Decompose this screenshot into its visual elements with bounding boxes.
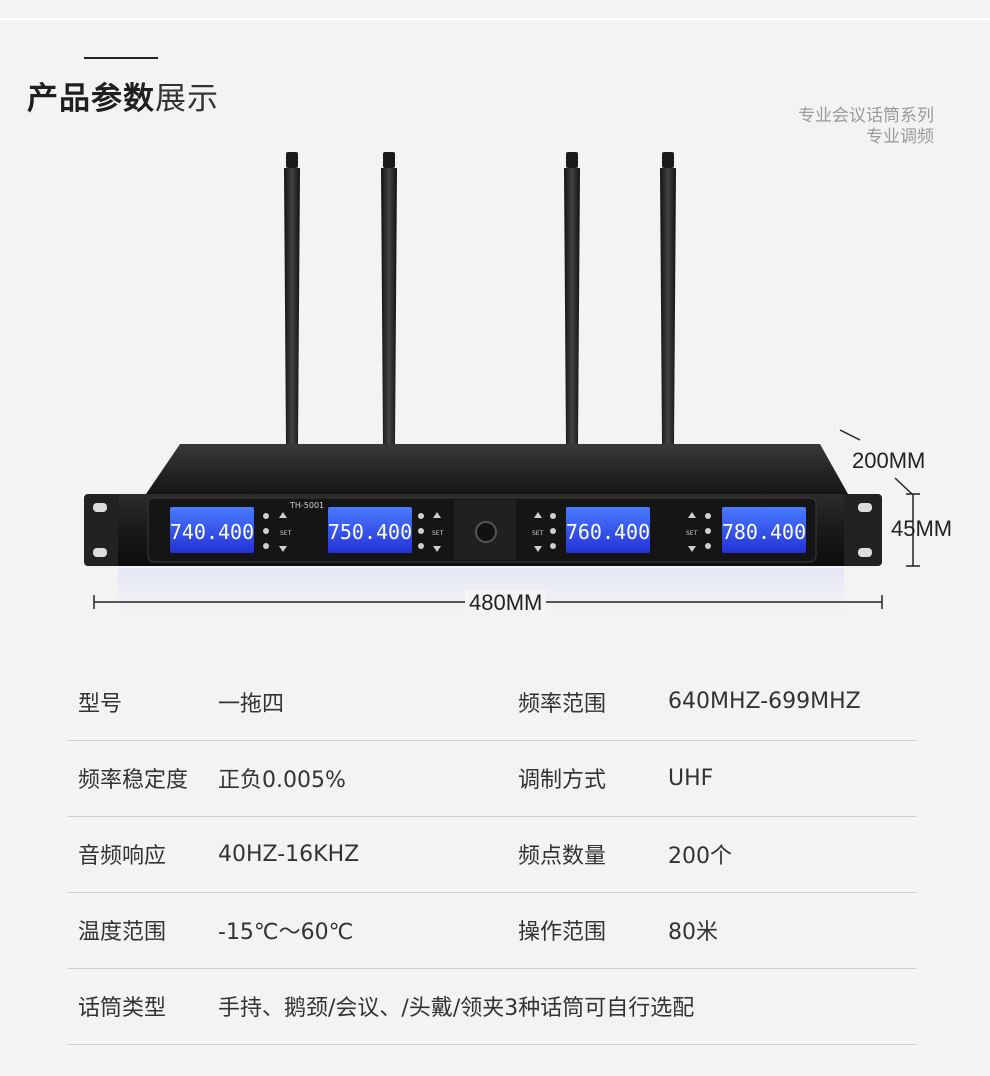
table-row: 频率稳定度 正负0.005% 调制方式 UHF: [68, 740, 916, 817]
tagline-line1: 专业会议话筒系列: [798, 106, 934, 126]
spec-key: 操作范围: [518, 892, 668, 969]
spec-key: 频率稳定度: [68, 740, 218, 817]
depth-dimension: 200MM: [852, 448, 926, 473]
page-title-bold: 产品参数: [27, 81, 155, 117]
screen-frequency: 740.400: [170, 520, 254, 544]
power-knob: [475, 521, 497, 543]
page-title-light: 展示: [155, 81, 219, 117]
spec-value: 80米: [668, 892, 916, 969]
height-dimension-line: [906, 493, 920, 567]
spec-value: UHF: [668, 740, 916, 817]
spec-key: 型号: [68, 664, 218, 741]
table-row: 音频响应 40HZ-16KHZ 频点数量 200个: [68, 816, 916, 893]
spec-value: 40HZ-16KHZ: [218, 816, 518, 893]
antenna: [381, 152, 397, 445]
spec-value: 一拖四: [218, 664, 518, 741]
spec-value: -15℃～60℃: [218, 892, 518, 969]
spec-key: 频率范围: [518, 664, 668, 741]
lcd-screen: 760.400: [566, 507, 650, 553]
lcd-screen: 750.400: [328, 507, 412, 553]
svg-text:SET: SET: [280, 530, 292, 537]
spec-table: 型号 一拖四 频率范围 640MHZ-699MHZ 频率稳定度 正负0.005%…: [68, 664, 916, 1045]
tagline: 专业会议话筒系列 专业调频: [798, 106, 934, 148]
spec-value: 200个: [668, 816, 916, 893]
page-title: 产品参数展示: [27, 73, 219, 118]
svg-text:SET: SET: [432, 530, 444, 537]
depth-dimension-line: [839, 429, 913, 495]
spec-value: 手持、鹅颈/会议、/头戴/领夹3种话筒可自行选配: [218, 968, 916, 1045]
spec-key: 温度范围: [68, 892, 218, 969]
spec-key: 话筒类型: [68, 968, 218, 1045]
spec-key: 音频响应: [68, 816, 218, 893]
screen-frequency: 760.400: [566, 520, 650, 544]
screen-frequency: 780.400: [722, 520, 806, 544]
spec-value: 正负0.005%: [218, 740, 518, 817]
spec-key: 调制方式: [518, 740, 668, 817]
svg-text:SET: SET: [532, 530, 544, 537]
title-accent-bar: [84, 57, 158, 59]
tagline-line2: 专业调频: [866, 127, 934, 147]
receiver-illustration: TH-5001 740.400 750.400 760.400 780.400 …: [84, 152, 920, 624]
antenna: [284, 152, 300, 445]
rack-ear-right: [840, 494, 882, 566]
table-row: 型号 一拖四 频率范围 640MHZ-699MHZ: [68, 664, 916, 741]
antenna: [660, 152, 676, 445]
spec-value: 640MHZ-699MHZ: [668, 664, 916, 741]
screen-frequency: 750.400: [328, 520, 412, 544]
control-buttons: SET SET SET SET: [263, 512, 711, 552]
lcd-screen: 740.400: [170, 507, 254, 553]
lcd-screen: 780.400: [722, 507, 806, 553]
height-dimension: 45MM: [891, 516, 953, 541]
chassis-top: [146, 444, 848, 494]
antennas: [284, 152, 676, 445]
model-label: TH-5001: [289, 501, 324, 510]
table-row: 话筒类型 手持、鹅颈/会议、/头戴/领夹3种话筒可自行选配: [68, 968, 916, 1045]
svg-text:SET: SET: [686, 530, 698, 537]
spec-key: 频点数量: [518, 816, 668, 893]
top-divider: [0, 18, 990, 20]
antenna: [564, 152, 580, 445]
width-dimension: 480MM: [465, 590, 547, 616]
table-row: 温度范围 -15℃～60℃ 操作范围 80米: [68, 892, 916, 969]
